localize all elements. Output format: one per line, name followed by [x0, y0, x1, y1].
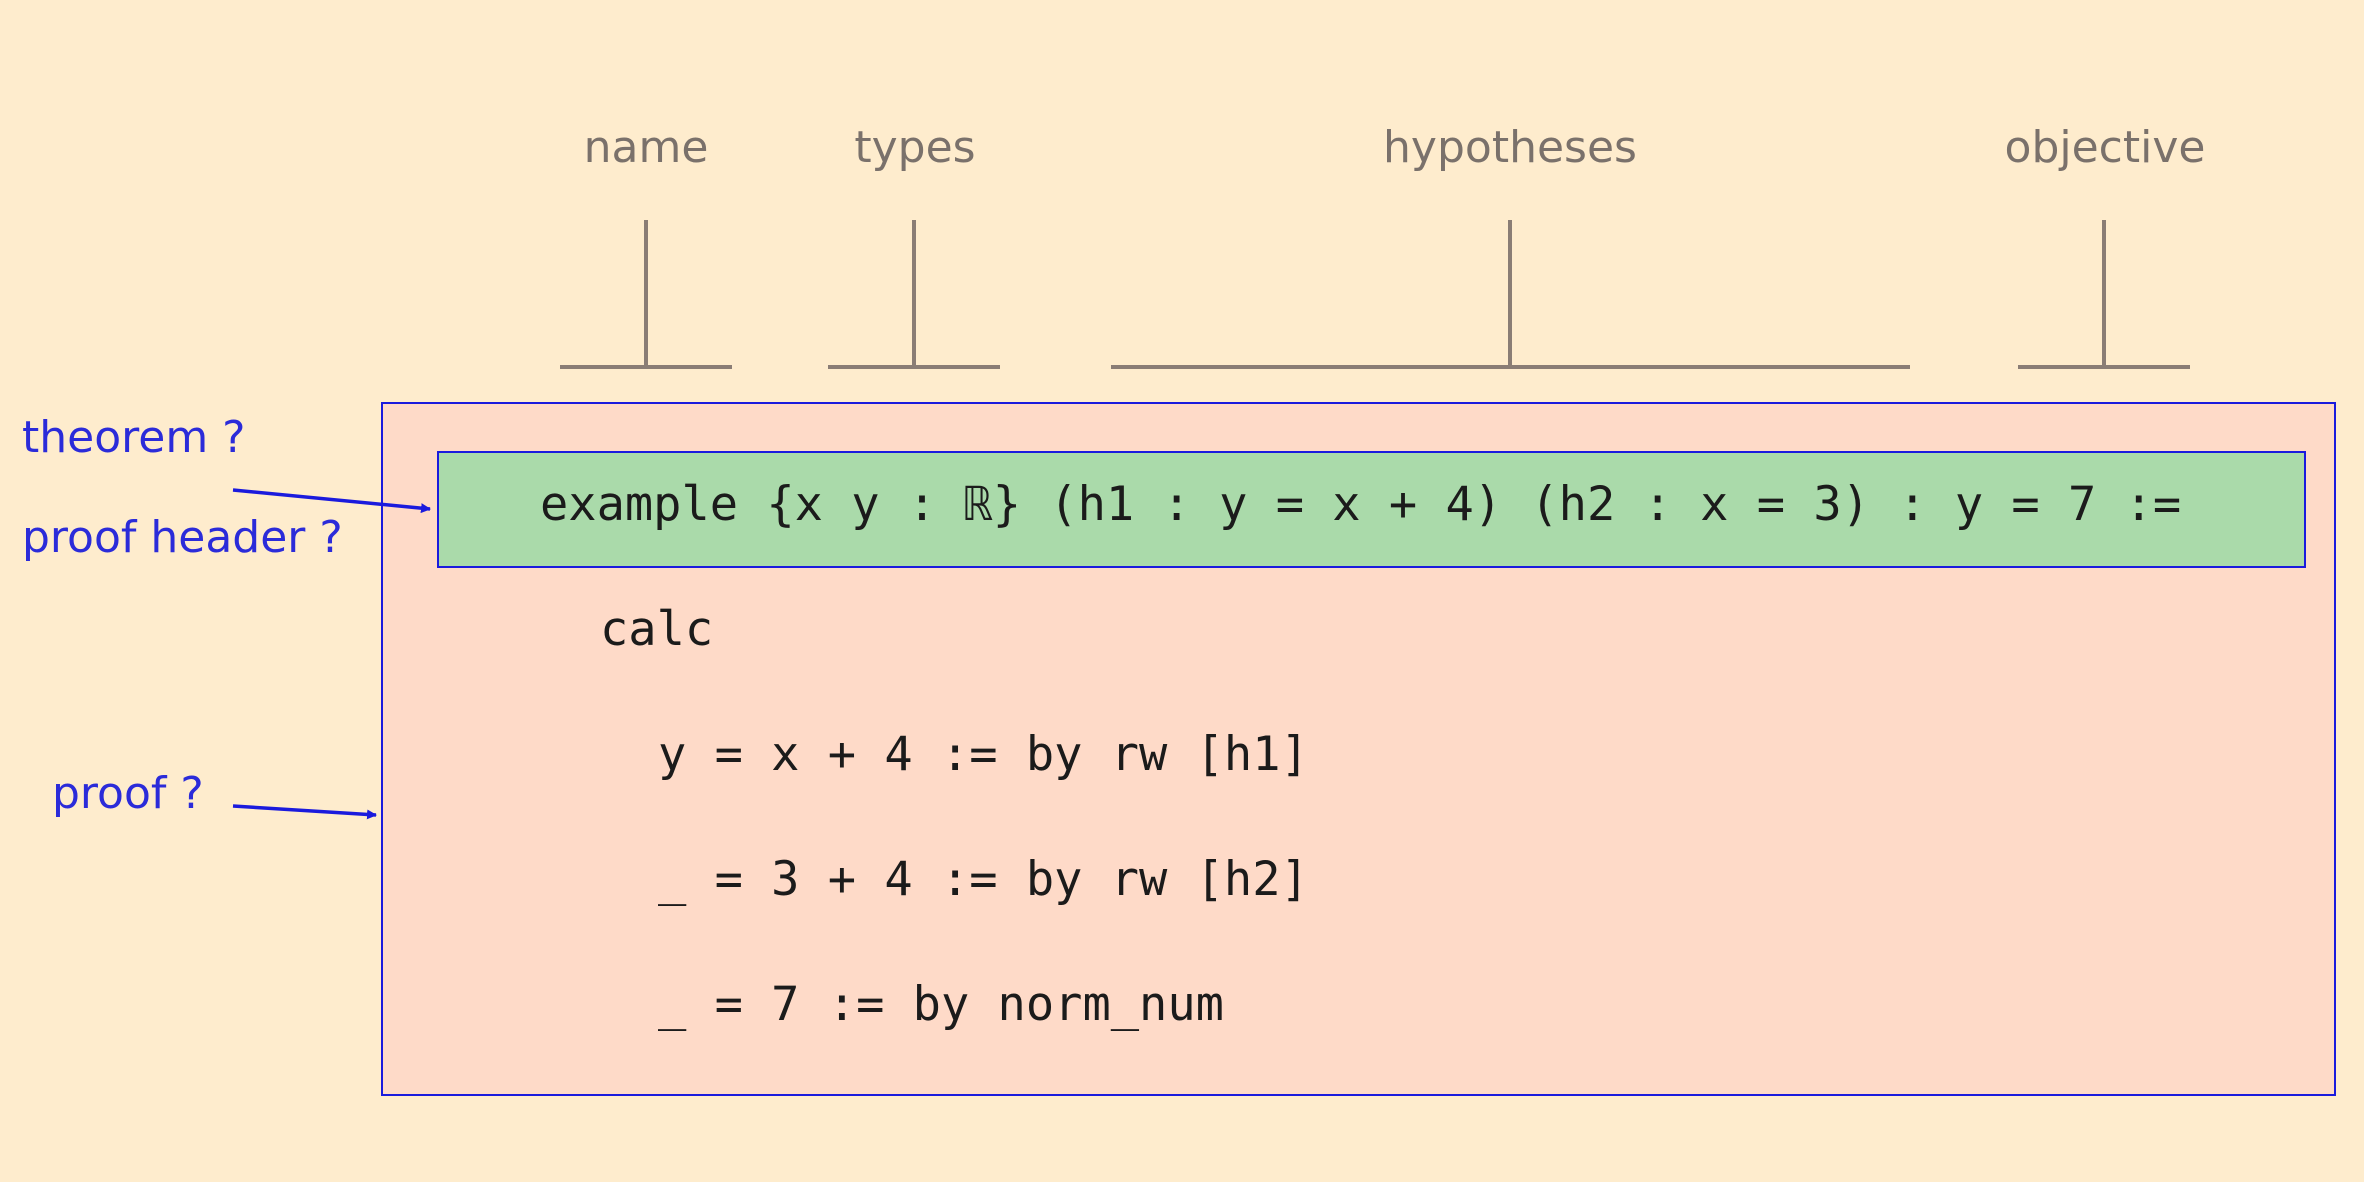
annotation-proof: proof ?: [52, 768, 204, 819]
label-hypotheses: hypotheses: [1383, 122, 1637, 173]
code-header-line: example {x y : ℝ} (h1 : y = x + 4) (h2 :…: [540, 477, 2182, 532]
bracket-name: [560, 220, 732, 369]
label-objective: objective: [2004, 122, 2206, 173]
label-types: types: [854, 122, 976, 173]
annotation-proof-header: proof header ?: [22, 512, 343, 563]
code-step-1: y = x + 4 := by rw [h1]: [658, 727, 1309, 782]
label-name: name: [583, 122, 709, 173]
code-step-2: _ = 3 + 4 := by rw [h2]: [658, 852, 1309, 907]
code-step-3: _ = 7 := by norm_num: [658, 977, 1224, 1032]
arrow-to-proof-header: [232, 488, 431, 514]
annotation-theorem: theorem ?: [22, 412, 246, 463]
code-calc-line: calc: [600, 602, 714, 657]
proof-header-box: [437, 451, 2306, 568]
bracket-objective: [2018, 220, 2190, 369]
arrow-to-proof: [232, 804, 377, 820]
bracket-hypotheses: [1111, 220, 1910, 369]
bracket-types: [828, 220, 1000, 369]
